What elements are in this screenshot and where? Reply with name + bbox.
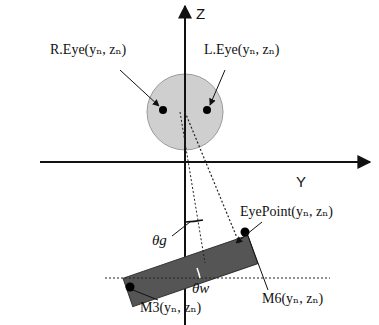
gaze-line — [185, 112, 240, 245]
gaze-line — [180, 112, 205, 263]
reference-line — [105, 278, 330, 279]
leader-arrow — [120, 70, 159, 106]
leader-line — [133, 290, 158, 300]
axis-label: Y — [296, 174, 306, 190]
leader-arrow — [210, 70, 225, 105]
angle-arc — [185, 220, 203, 222]
leader-line — [172, 222, 190, 236]
point-label: EyePoint(yₙ, zₙ) — [240, 204, 333, 220]
angle-arc — [197, 268, 200, 278]
angle-label: θg — [152, 232, 167, 248]
eye-label: L.Eye(yₙ, zₙ) — [204, 42, 279, 58]
axis-label: Z — [196, 6, 205, 22]
marker-label: M3(yₙ, zₙ) — [140, 300, 201, 316]
angle-label: θw — [192, 280, 209, 296]
tablet-device — [123, 235, 258, 306]
eye-label: R.Eye(yₙ, zₙ) — [50, 42, 126, 58]
right-eye-dot — [159, 106, 167, 114]
left-eye-dot — [203, 106, 211, 114]
leader-line — [248, 236, 268, 290]
marker-label: M6(yₙ, zₙ) — [262, 291, 323, 307]
